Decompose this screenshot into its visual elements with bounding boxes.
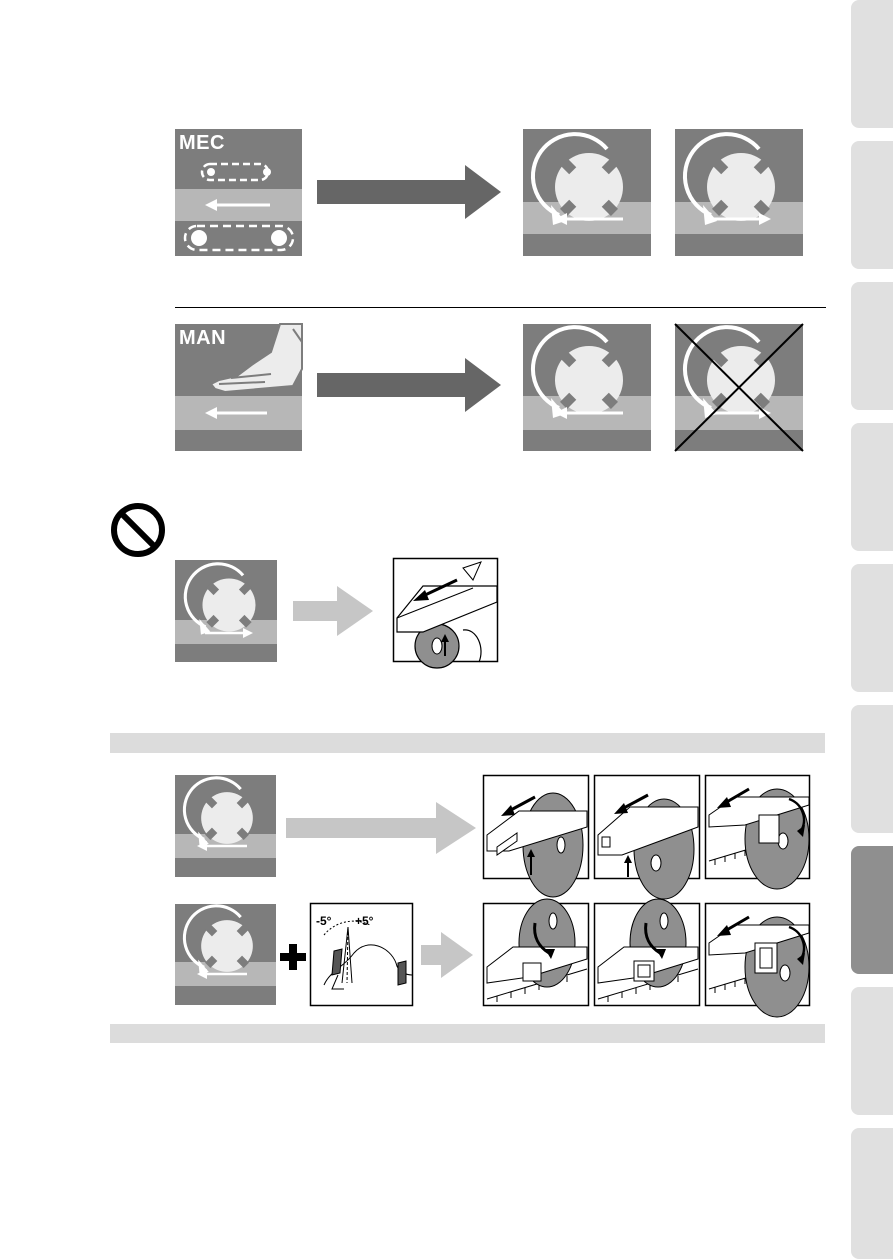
side-tab-1[interactable] bbox=[851, 0, 893, 128]
side-tab-2[interactable] bbox=[851, 141, 893, 269]
bottom-long-arrow bbox=[286, 802, 476, 854]
section-band-bottom bbox=[110, 1024, 825, 1043]
bottom-short-arrow bbox=[421, 932, 473, 978]
man-label: MAN bbox=[179, 327, 226, 350]
plus-icon bbox=[280, 944, 306, 970]
prohibited-icon bbox=[110, 502, 166, 558]
side-tab-7-active[interactable] bbox=[851, 846, 893, 974]
mec-blade-panel-right-feed bbox=[675, 129, 803, 256]
side-tab-3[interactable] bbox=[851, 282, 893, 410]
angle-minus-label: -5° bbox=[316, 914, 331, 928]
man-blade-panel-left-feed bbox=[523, 324, 651, 451]
bottom-blade-panel-2 bbox=[175, 904, 276, 1005]
side-tab-4[interactable] bbox=[851, 423, 893, 551]
angle-plus-label: +5° bbox=[355, 914, 373, 928]
cut-illustration-3 bbox=[705, 775, 810, 879]
side-tab-8[interactable] bbox=[851, 987, 893, 1115]
mec-arrow bbox=[317, 165, 501, 219]
man-blade-panel-right-feed-crossed bbox=[675, 324, 803, 451]
side-tab-5[interactable] bbox=[851, 564, 893, 692]
section-divider bbox=[175, 307, 826, 308]
cut-illustration-6 bbox=[705, 903, 810, 1006]
bottom-blade-panel-1 bbox=[175, 775, 276, 877]
prohibited-arrow bbox=[293, 586, 373, 636]
prohibited-blade-panel bbox=[175, 560, 277, 662]
cut-illustration-4 bbox=[483, 903, 589, 1006]
prohibited-cut-illustration bbox=[393, 558, 498, 662]
man-arrow bbox=[317, 358, 501, 412]
mec-blade-panel-left-feed bbox=[523, 129, 651, 256]
cut-illustration-2 bbox=[594, 775, 700, 879]
section-band-top bbox=[110, 733, 825, 753]
side-tab-6[interactable] bbox=[851, 705, 893, 833]
cut-illustration-1 bbox=[483, 775, 589, 879]
mec-label: MEC bbox=[179, 132, 225, 155]
side-tab-9[interactable] bbox=[851, 1128, 893, 1259]
cut-illustration-5 bbox=[594, 903, 700, 1006]
